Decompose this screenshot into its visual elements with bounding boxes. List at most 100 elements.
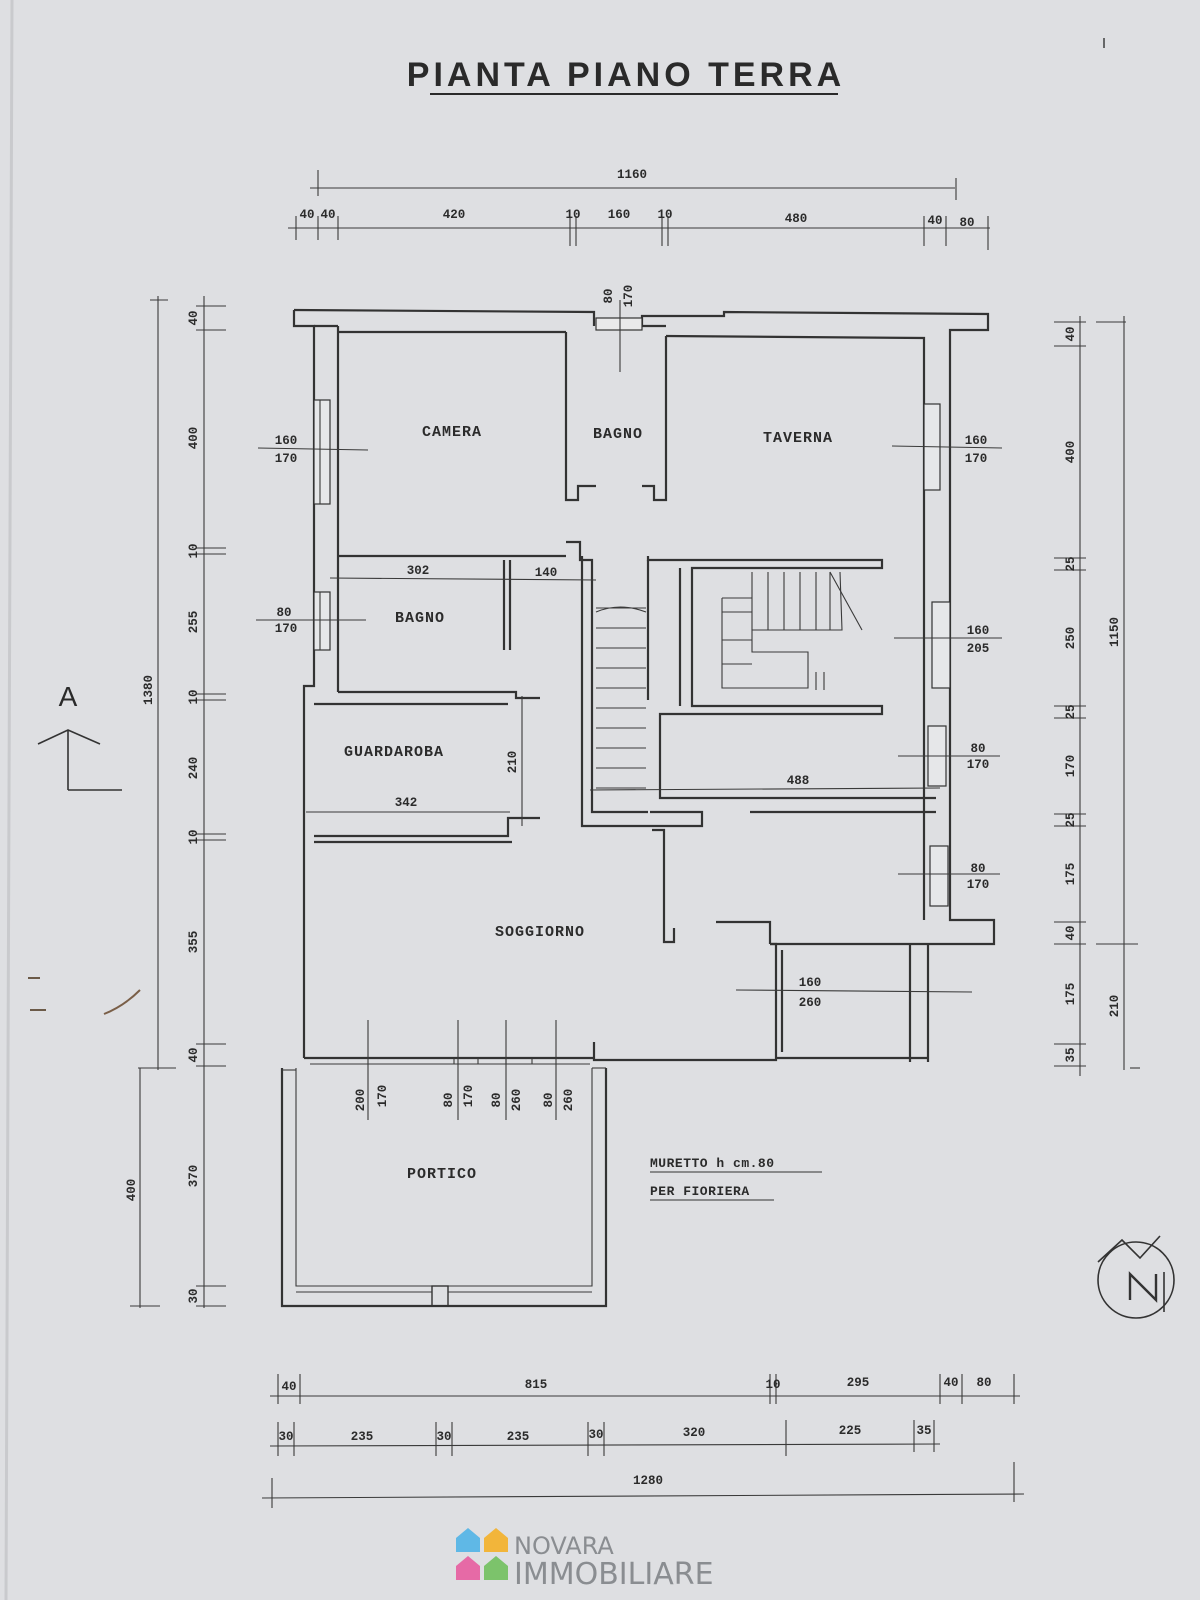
win-r4-den: 260 xyxy=(799,996,822,1010)
dim-bottom1-4: 295 xyxy=(847,1376,870,1390)
dim-left-10: 370 xyxy=(187,1165,201,1188)
win-r3-den: 170 xyxy=(967,878,990,892)
dim-top-1: 40 xyxy=(299,208,314,222)
dim-left-8: 355 xyxy=(187,931,201,954)
logo-house-green xyxy=(484,1556,508,1580)
win-taverna-num: 160 xyxy=(965,434,988,448)
logo-line-1: NOVARA xyxy=(514,1532,614,1560)
dim-right-8: 175 xyxy=(1064,863,1078,886)
room-portico: PORTICO xyxy=(407,1166,477,1183)
room-taverna: TAVERNA xyxy=(763,430,833,447)
win-bagno-den: 170 xyxy=(275,622,298,636)
portico-win1-den: 170 xyxy=(376,1085,390,1108)
dim-right-2: 400 xyxy=(1064,441,1078,464)
portico-win1-num: 200 xyxy=(354,1089,368,1112)
win-camera-den: 170 xyxy=(275,452,298,466)
paper-edge xyxy=(4,0,14,1600)
inner-dimensions: 302 140 342 210 488 xyxy=(306,564,941,826)
window-labels: 80 170 160 170 80 170 160 170 160 205 80… xyxy=(275,285,990,1112)
note-line-1: MURETTO h cm.80 xyxy=(650,1156,775,1171)
dim-right-4: 250 xyxy=(1064,627,1078,650)
dim-inner-a: 302 xyxy=(407,564,430,578)
dim-bottom2-4: 235 xyxy=(507,1430,530,1444)
paper-marks xyxy=(28,38,1105,1015)
dim-top-9: 80 xyxy=(959,216,974,230)
dim-inner-b: 140 xyxy=(535,566,558,580)
dim-right-5: 25 xyxy=(1064,704,1078,719)
portico-win4-den: 260 xyxy=(562,1089,576,1112)
dim-top-7: 480 xyxy=(785,212,808,226)
dim-right-1: 40 xyxy=(1064,326,1078,341)
note-line-2: PER FIORIERA xyxy=(650,1184,750,1199)
dim-right-7: 25 xyxy=(1064,812,1078,827)
dim-left-1: 40 xyxy=(187,310,201,325)
room-labels: CAMERA BAGNO TAVERNA BAGNO GUARDAROBA SO… xyxy=(344,424,833,1183)
section-label: A xyxy=(59,681,78,712)
win-camera-num: 160 xyxy=(275,434,298,448)
win-top-num: 80 xyxy=(602,288,616,303)
section-marker: A xyxy=(37,681,122,791)
portico-win4-num: 80 xyxy=(542,1092,556,1107)
portico-win3-num: 80 xyxy=(490,1092,504,1107)
dim-bottom1-2: 815 xyxy=(525,1378,548,1392)
dim-left-9: 40 xyxy=(187,1047,201,1062)
dim-bottom1-5: 40 xyxy=(943,1376,958,1390)
dim-right-10: 175 xyxy=(1064,983,1078,1006)
dim-right-3: 25 xyxy=(1064,556,1078,571)
dim-bottom2-8: 35 xyxy=(916,1424,931,1438)
win-r4-num: 160 xyxy=(799,976,822,990)
portico-win2-den: 170 xyxy=(462,1085,476,1108)
portico-win2-num: 80 xyxy=(442,1092,456,1107)
dim-inner-c: 342 xyxy=(395,796,418,810)
room-soggiorno: SOGGIORNO xyxy=(495,924,585,941)
portico-win3-den: 260 xyxy=(510,1089,524,1112)
dim-bottom1-1: 40 xyxy=(281,1380,296,1394)
logo-house-yellow xyxy=(484,1528,508,1552)
win-taverna-den: 170 xyxy=(965,452,988,466)
dim-bottom2-7: 225 xyxy=(839,1424,862,1438)
dim-bottom2-3: 30 xyxy=(436,1430,451,1444)
dim-left-total-2: 400 xyxy=(125,1179,139,1202)
dim-bottom2-5: 30 xyxy=(588,1428,603,1442)
plan-walls xyxy=(280,308,996,1308)
dim-bottom2-2: 235 xyxy=(351,1430,374,1444)
win-r2-den: 170 xyxy=(967,758,990,772)
dim-top-5: 160 xyxy=(608,208,631,222)
dim-left-11: 30 xyxy=(187,1288,201,1303)
dim-bottom2-6: 320 xyxy=(683,1426,706,1440)
win-r1-den: 205 xyxy=(967,642,990,656)
dim-left-4: 255 xyxy=(187,611,201,634)
dim-top-2: 40 xyxy=(320,208,335,222)
brand-logo: NOVARA IMMOBILIARE xyxy=(456,1528,714,1592)
logo-house-blue xyxy=(456,1528,480,1552)
top-dimensions: 1160 40 40 420 10 160 10 480 40 80 xyxy=(288,168,990,250)
dim-right-total: 1150 xyxy=(1108,617,1122,647)
dim-inner-e: 488 xyxy=(787,774,810,788)
room-bagno-mid: BAGNO xyxy=(395,610,445,627)
dim-bottom3-total: 1280 xyxy=(633,1474,663,1488)
room-camera: CAMERA xyxy=(422,424,482,441)
dim-left-3: 10 xyxy=(187,543,201,558)
dim-bottom1-3: 10 xyxy=(765,1378,780,1392)
dim-bottom2-1: 30 xyxy=(278,1430,293,1444)
win-r1-num: 160 xyxy=(967,624,990,638)
dim-bottom1-6: 80 xyxy=(976,1376,991,1390)
right-dimensions: 1150 210 40 400 25 250 25 170 25 175 40 … xyxy=(1054,316,1140,1076)
dim-top-3: 420 xyxy=(443,208,466,222)
dim-top-total: 1160 xyxy=(617,168,647,182)
dim-left-5: 10 xyxy=(187,689,201,704)
logo-line-2: IMMOBILIARE xyxy=(514,1557,714,1592)
left-dimensions: 1380 400 40 400 10 255 10 240 10 355 40 … xyxy=(125,296,226,1308)
dim-right-6: 170 xyxy=(1064,755,1078,778)
window-callouts xyxy=(256,300,1003,1120)
planter-note: MURETTO h cm.80 PER FIORIERA xyxy=(650,1156,822,1201)
win-bagno-num: 80 xyxy=(276,606,291,620)
room-bagno-top: BAGNO xyxy=(593,426,643,443)
dim-top-8: 40 xyxy=(927,214,942,228)
dim-right-total-2: 210 xyxy=(1108,995,1122,1018)
logo-house-pink xyxy=(456,1556,480,1580)
win-top-den: 170 xyxy=(622,285,636,308)
dim-left-7: 10 xyxy=(187,829,201,844)
dim-inner-d: 210 xyxy=(506,751,520,774)
